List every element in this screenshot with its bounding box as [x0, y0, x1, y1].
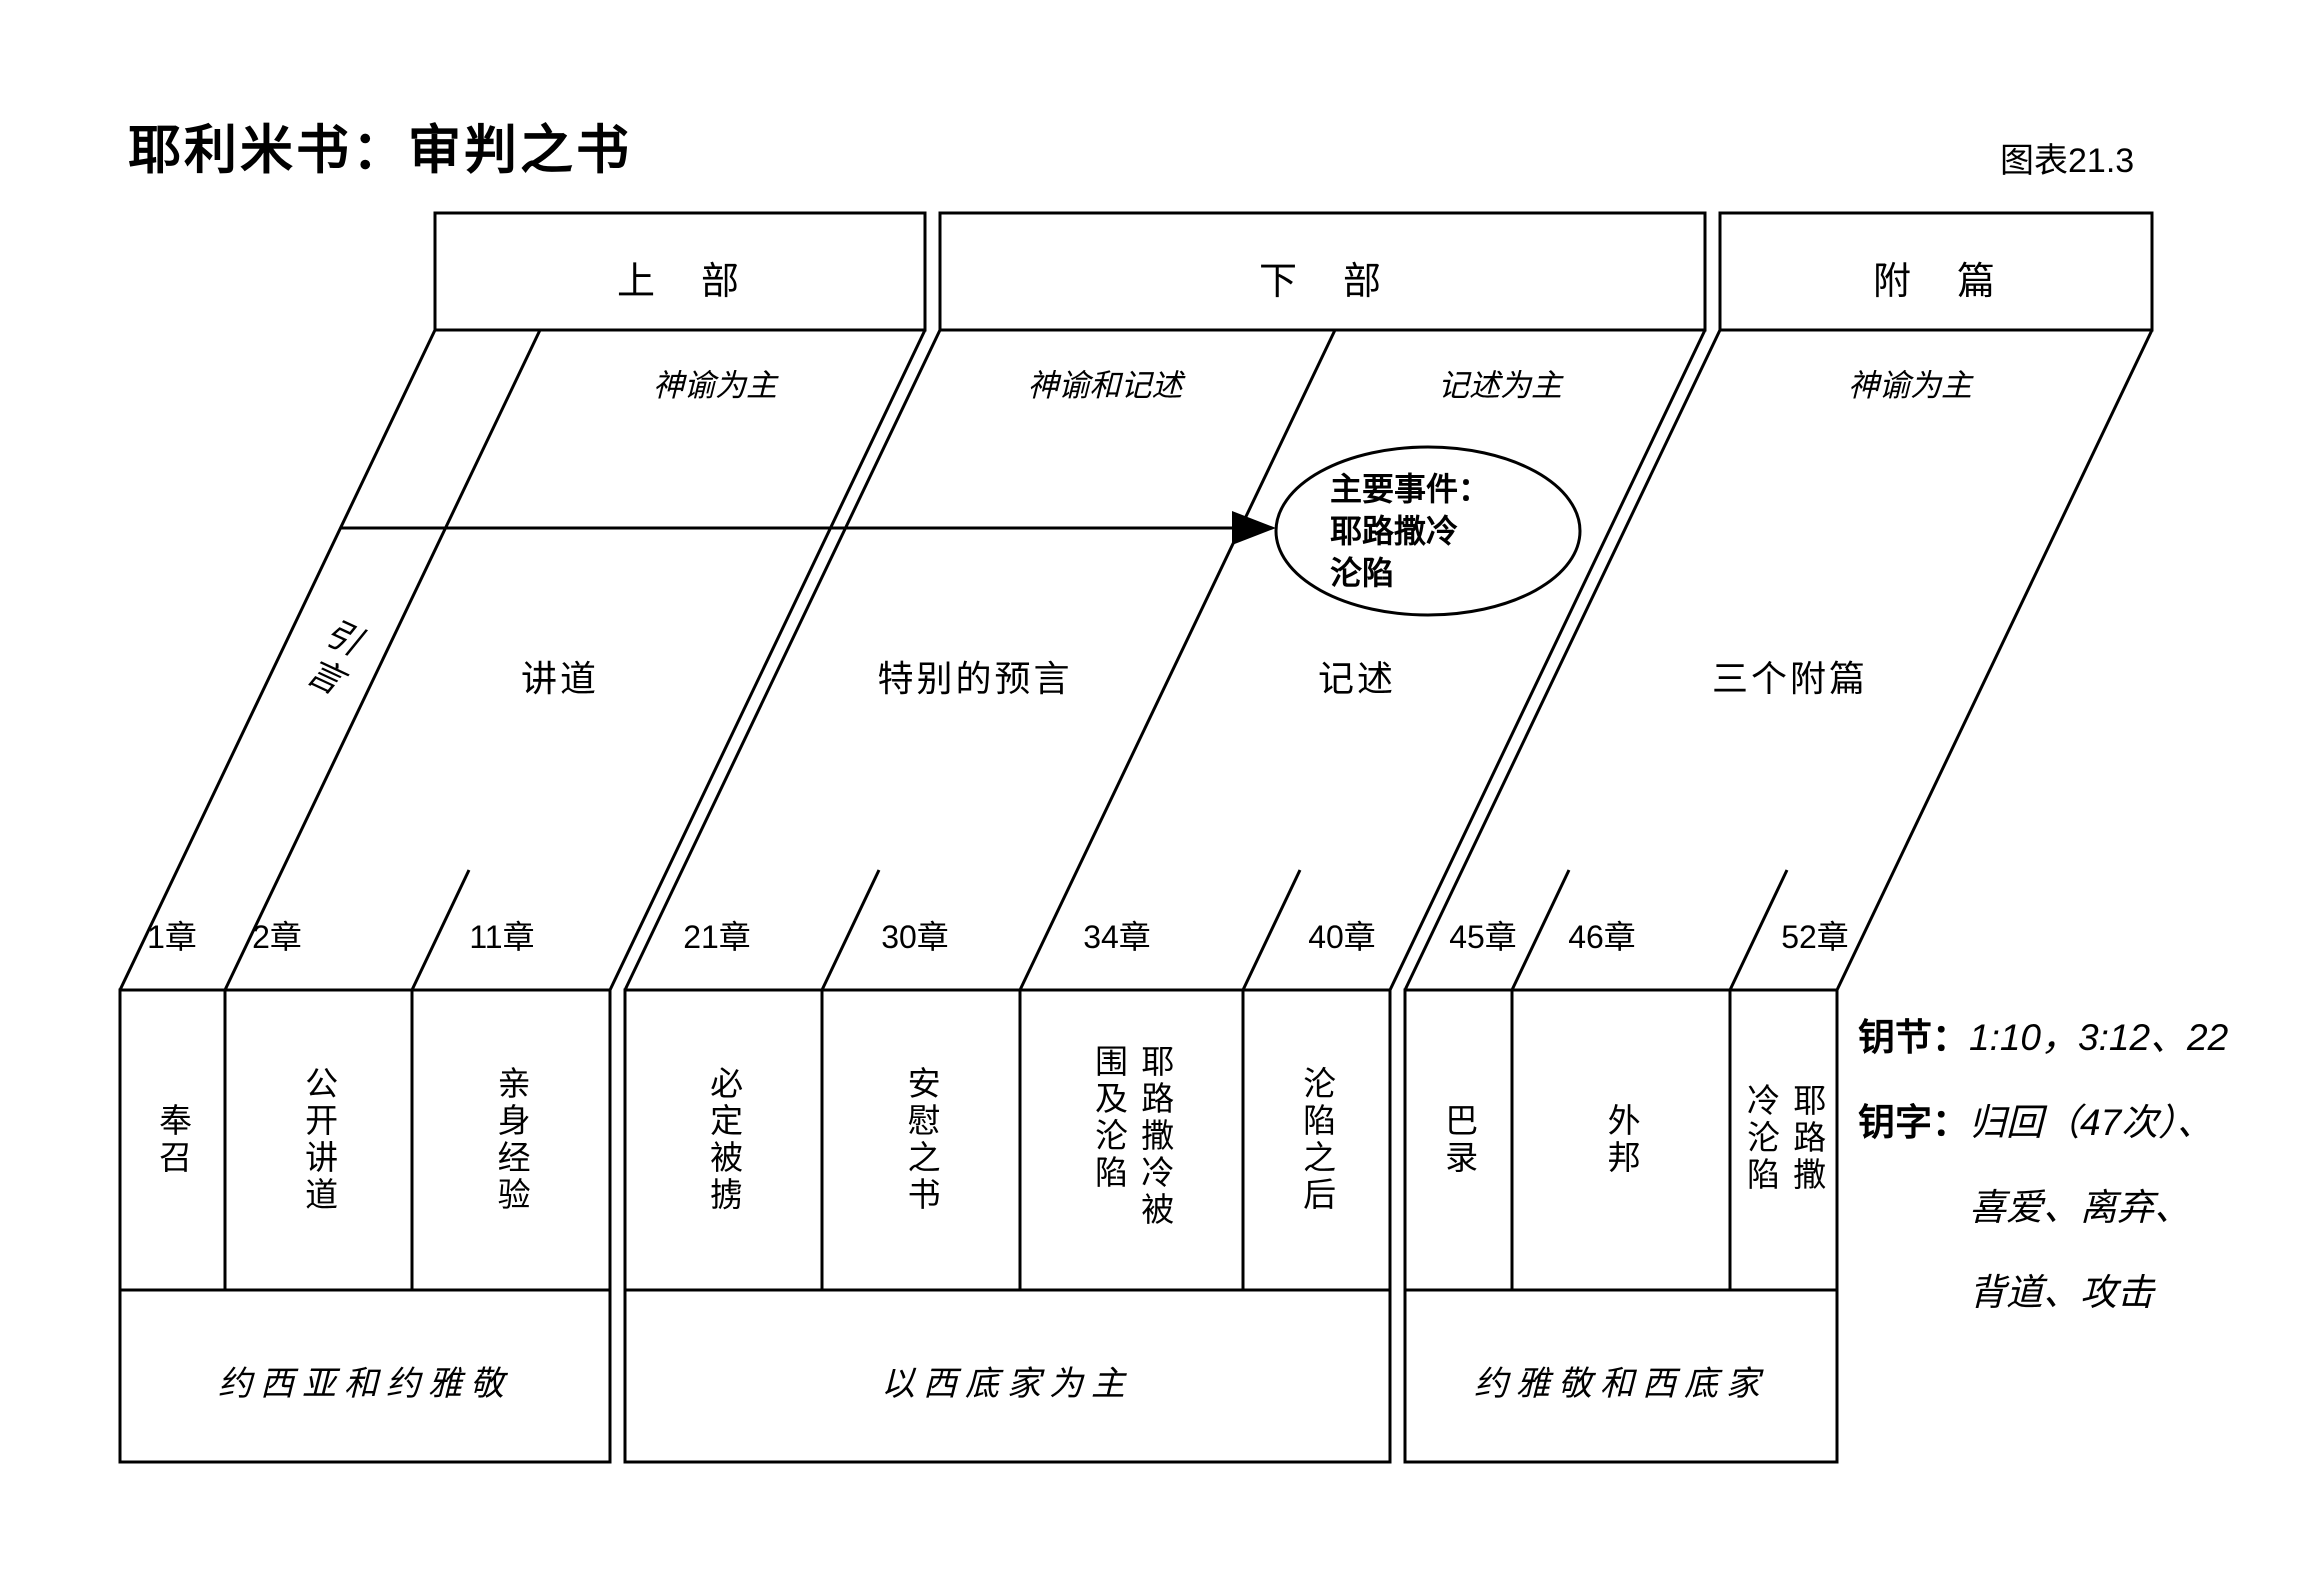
chapter-label-1: 1章	[147, 919, 197, 955]
band-label-lower-left: 神谕和记述	[1027, 368, 1183, 403]
section-label: 奉召	[154, 1103, 192, 1177]
section-label: 亲身经验	[493, 1066, 531, 1214]
slant-ch45-b	[1403, 329, 1722, 991]
band-label-appendix: 神谕为主	[1848, 368, 1972, 403]
section-box-personal-experience: 亲身经验	[412, 990, 610, 1290]
tick-ch52	[1728, 869, 1789, 991]
group-box-lower	[623, 988, 1392, 1464]
key-verse-label: 钥节：	[1858, 1017, 1969, 1058]
key-word-row: 钥字： 归回（47次）、 喜爱、离弃、 背道、攻击	[1858, 1080, 2228, 1335]
reign-label-jehoiakim-zedekiah: 约雅敬和西底家	[1474, 1365, 1768, 1403]
figure-number: 图表21.3	[2000, 142, 2135, 180]
key-notes: 钥节： 1:10，3:12、22 钥字： 归回（47次）、 喜爱、离弃、 背道、…	[1858, 995, 2228, 1335]
reign-label-zedekiah: 以西底家为主	[881, 1365, 1133, 1403]
section-label: 安慰之书	[903, 1066, 941, 1214]
group-box-upper	[118, 988, 612, 1464]
region-prophecies: 特别的预言	[877, 658, 1073, 699]
key-verse-row: 钥节： 1:10，3:12、22	[1858, 995, 2228, 1080]
section-box-fall-of-jerusalem: 耶路撒冷沦陷	[1730, 990, 1837, 1290]
section-box-book-of-consolation: 安慰之书	[822, 990, 1020, 1290]
section-box-foreign-nations: 外邦	[1512, 990, 1730, 1290]
section-box-public-preaching: 公开讲道	[225, 990, 412, 1290]
region-narratives: 记述	[1317, 658, 1397, 699]
band-label-upper: 神谕为主	[653, 368, 777, 403]
header-upper: 上 部	[616, 261, 744, 303]
chapter-label-46: 46章	[1568, 919, 1636, 955]
section-label: 耶路撒冷被围及沦陷	[1090, 1044, 1174, 1229]
chapter-label-11: 11章	[469, 919, 535, 955]
section-label: 巴录	[1440, 1103, 1478, 1177]
slant-right-edge	[1835, 329, 2154, 991]
section-label: 公开讲道	[300, 1066, 338, 1214]
key-word-value: 归回（47次）、 喜爱、离弃、 背道、攻击	[1969, 1102, 2214, 1313]
chapter-label-52: 52章	[1781, 919, 1849, 955]
section-box-called: 奉召	[120, 990, 225, 1290]
page-title: 耶利米书：审判之书	[128, 121, 632, 180]
header-box-upper	[433, 211, 927, 332]
reign-label-josiah-jehoiakim: 约西亚和约雅敬	[218, 1365, 512, 1403]
chapter-label-30: 30章	[881, 919, 949, 955]
chapter-label-34: 34章	[1083, 919, 1151, 955]
chapter-label-40: 40章	[1308, 919, 1376, 955]
section-box-certain-captivity: 必定被掳	[625, 990, 822, 1290]
section-box-jerusalem-siege-fall: 耶路撒冷被围及沦陷	[1020, 990, 1243, 1290]
event-arrow-head	[1232, 511, 1276, 545]
band-label-lower-right: 记述为主	[1438, 368, 1562, 403]
slant-ch2	[223, 329, 542, 991]
slant-ch21-b	[623, 329, 942, 991]
tick-ch46	[1510, 869, 1571, 991]
region-sermons: 讲道	[520, 658, 600, 699]
section-label: 外邦	[1603, 1103, 1641, 1177]
tick-ch40	[1241, 869, 1302, 991]
event-callout-ellipse	[1274, 445, 1582, 617]
section-box-after-the-fall: 沦陷之后	[1243, 990, 1390, 1290]
chapter-label-45: 45章	[1449, 919, 1517, 955]
key-verse-value: 1:10，3:12、22	[1969, 1017, 2229, 1058]
tick-ch30	[820, 869, 881, 991]
slant-ch45-a	[1388, 329, 1707, 991]
tick-ch11	[410, 869, 471, 991]
group-box-appendix	[1403, 988, 1839, 1464]
section-label: 沦陷之后	[1298, 1066, 1336, 1214]
header-box-lower	[938, 211, 1707, 332]
section-label: 耶路撒冷沦陷	[1742, 1082, 1826, 1194]
chapter-label-2: 2章	[252, 919, 302, 955]
chapter-label-21: 21章	[683, 919, 751, 955]
section-label: 必定被掳	[705, 1066, 743, 1214]
event-callout-text: 主要事件： 耶路撒冷 沦陷	[1330, 471, 1491, 591]
slant-left-edge	[118, 329, 437, 991]
header-appendix: 附 篇	[1872, 261, 2000, 303]
region-appendices: 三个附篇	[1711, 658, 1869, 699]
section-box-baruch: 巴录	[1405, 990, 1512, 1290]
header-lower: 下 部	[1258, 261, 1386, 303]
slant-ch34	[1018, 329, 1337, 991]
key-word-label: 钥字：	[1858, 1102, 1969, 1143]
slant-ch21-a	[608, 329, 927, 991]
header-box-appendix	[1718, 211, 2154, 332]
